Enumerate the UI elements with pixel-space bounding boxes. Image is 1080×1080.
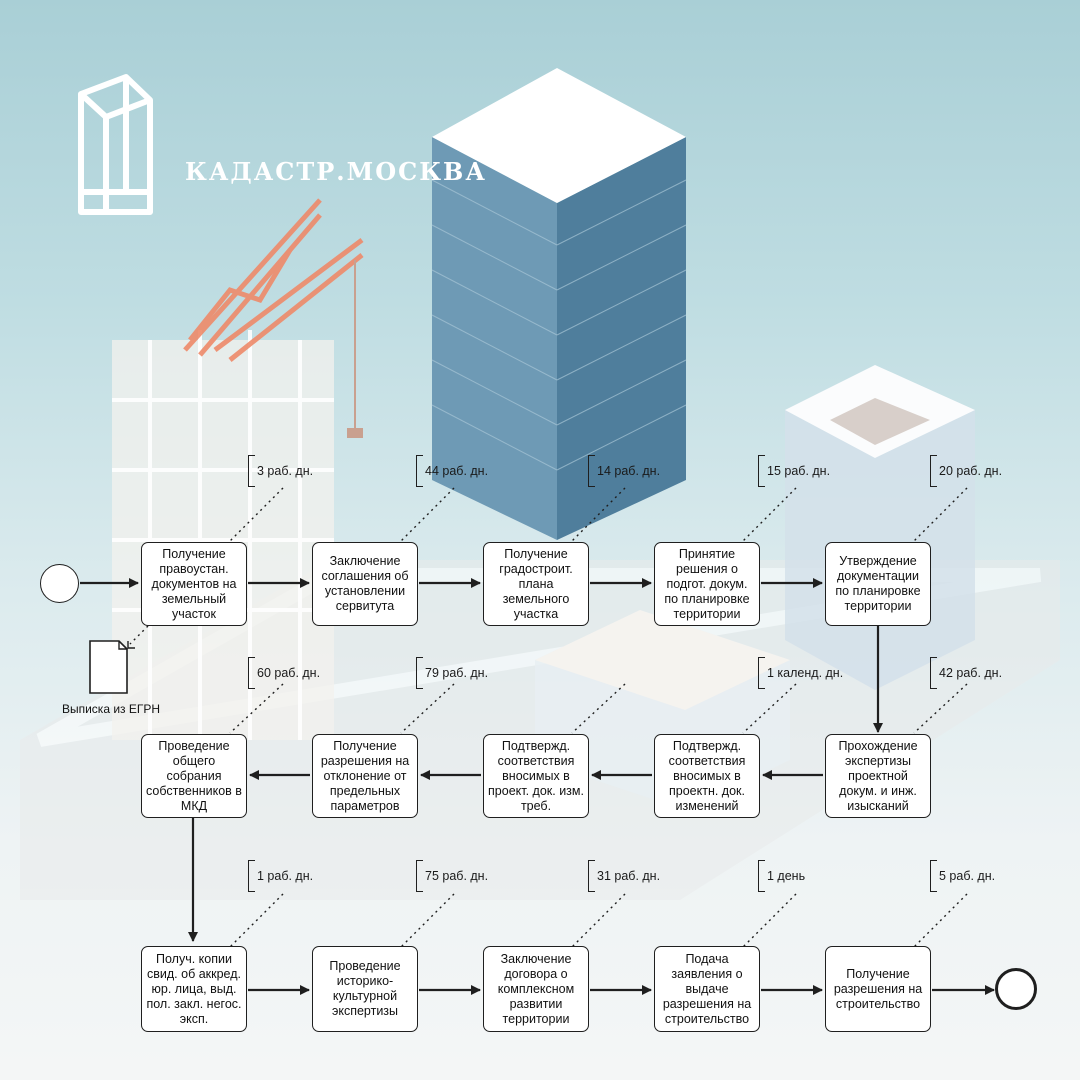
- step-box: Проведение общего собрания собственников…: [141, 734, 247, 818]
- step-box: Подтвержд. соответствия вносимых в проек…: [654, 734, 760, 818]
- step-box: Получ. копии свид. об аккред. юр. лица, …: [141, 946, 247, 1032]
- duration-label: 60 раб. дн.: [248, 657, 320, 689]
- duration-label: 75 раб. дн.: [416, 860, 488, 892]
- step-box: Получение разрешения на отклонение от пр…: [312, 734, 418, 818]
- duration-label: 44 раб. дн.: [416, 455, 488, 487]
- step-box: Утверждение документации по планировке т…: [825, 542, 931, 626]
- step-box: Получение градостроит. плана земельного …: [483, 542, 589, 626]
- step-box: Заключение договора о комплексном развит…: [483, 946, 589, 1032]
- step-box: Подача заявления о выдаче разрешения на …: [654, 946, 760, 1032]
- duration-label: 31 раб. дн.: [588, 860, 660, 892]
- duration-label: 1 раб. дн.: [248, 860, 313, 892]
- duration-label: 3 раб. дн.: [248, 455, 313, 487]
- duration-label: 1 календ. дн.: [758, 657, 843, 689]
- document-label: Выписка из ЕГРН: [61, 702, 161, 716]
- duration-label: 79 раб. дн.: [416, 657, 488, 689]
- duration-label: 5 раб. дн.: [930, 860, 995, 892]
- duration-label: 42 раб. дн.: [930, 657, 1002, 689]
- step-box: Получение правоустан. документов на земе…: [141, 542, 247, 626]
- step-box: Заключение соглашения об установлении се…: [312, 542, 418, 626]
- logo-mark-icon: [78, 74, 153, 215]
- step-box: Принятие решения о подгот. докум. по пла…: [654, 542, 760, 626]
- document-icon: [89, 640, 128, 694]
- duration-label: 1 день: [758, 860, 805, 892]
- brand-name: КАДАСТР.МОСКВА: [185, 157, 487, 186]
- duration-label: 14 раб. дн.: [588, 455, 660, 487]
- step-box: Проведение историко-культурной экспертиз…: [312, 946, 418, 1032]
- duration-label: 20 раб. дн.: [930, 455, 1002, 487]
- step-box: Подтвержд. соответствия вносимых в проек…: [483, 734, 589, 818]
- duration-label: 15 раб. дн.: [758, 455, 830, 487]
- step-box: Прохождение экспертизы проектной докум. …: [825, 734, 931, 818]
- start-event: [40, 564, 79, 603]
- end-event: [995, 968, 1037, 1010]
- step-box: Получение разрешения на строительство: [825, 946, 931, 1032]
